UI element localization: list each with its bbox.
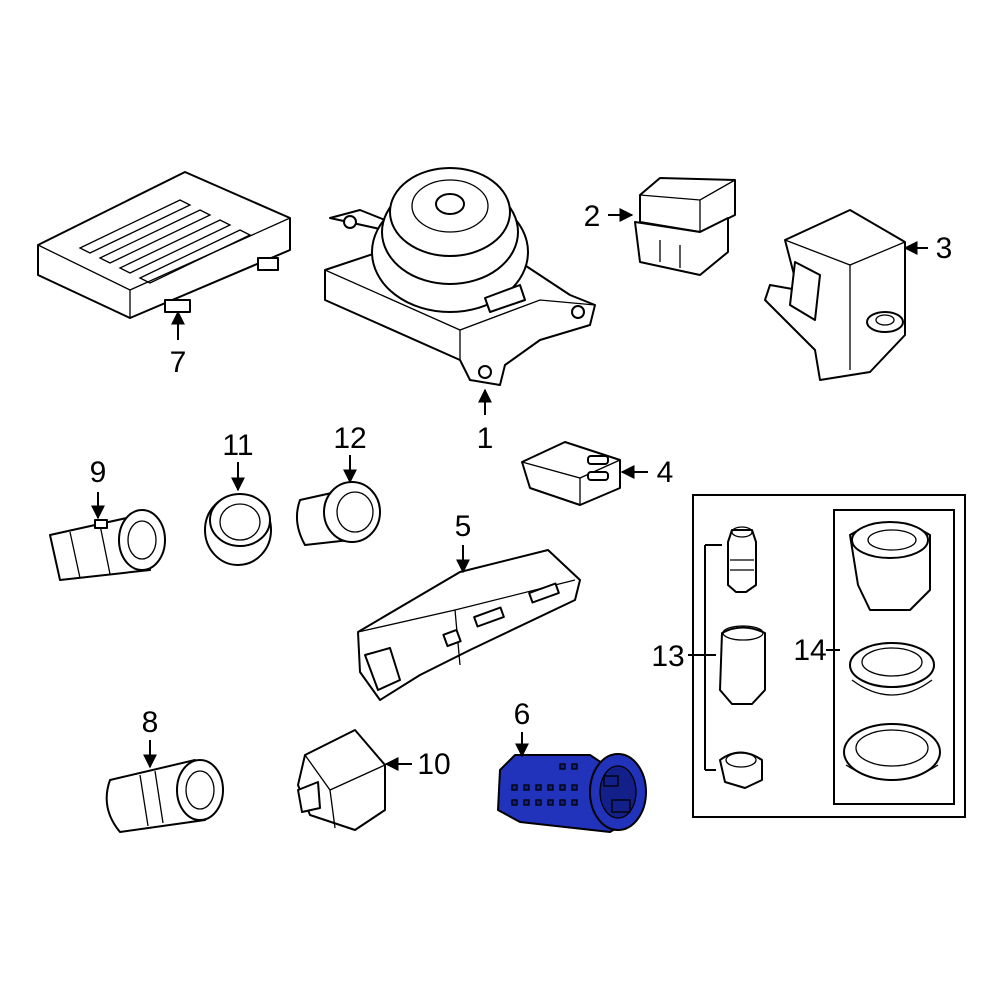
callout-4[interactable]: 4 bbox=[657, 456, 674, 489]
callout-11[interactable]: 11 bbox=[222, 429, 253, 462]
part-1-controller-knob[interactable] bbox=[324, 167, 596, 386]
callout-8[interactable]: 8 bbox=[142, 706, 159, 739]
callout-10[interactable]: 10 bbox=[417, 748, 450, 781]
part-2-switch[interactable] bbox=[634, 177, 736, 276]
callout-9[interactable]: 9 bbox=[90, 456, 107, 489]
part-8-socket[interactable] bbox=[105, 759, 224, 833]
part-14-socket-set[interactable] bbox=[843, 521, 941, 781]
callout-6[interactable]: 6 bbox=[514, 698, 531, 731]
callout-5[interactable]: 5 bbox=[455, 510, 472, 543]
part-9-socket[interactable] bbox=[49, 509, 166, 581]
callouts: 1 2 3 4 5 6 7 8 9 10 11 12 13 14 bbox=[90, 200, 953, 781]
part-4-usb-hub[interactable] bbox=[521, 441, 621, 506]
part-3-shifter-housing[interactable] bbox=[764, 209, 906, 381]
callout-3[interactable]: 3 bbox=[936, 232, 953, 265]
leader-lines bbox=[91, 208, 928, 771]
callout-7[interactable]: 7 bbox=[170, 346, 187, 379]
part-13-lighter-set[interactable] bbox=[719, 526, 766, 789]
part-10-housing[interactable] bbox=[297, 729, 386, 831]
callout-1[interactable]: 1 bbox=[477, 422, 494, 455]
callout-12[interactable]: 12 bbox=[333, 422, 366, 455]
part-11-ring[interactable] bbox=[204, 493, 272, 566]
callout-13[interactable]: 13 bbox=[651, 640, 684, 673]
callout-2[interactable]: 2 bbox=[584, 200, 601, 233]
part-12-plug[interactable] bbox=[295, 481, 381, 546]
part-6-usb-socket-highlighted[interactable] bbox=[497, 753, 647, 833]
callout-14[interactable]: 14 bbox=[793, 634, 826, 667]
part-5-module[interactable] bbox=[357, 549, 581, 701]
part-7-control-module[interactable] bbox=[37, 171, 291, 319]
